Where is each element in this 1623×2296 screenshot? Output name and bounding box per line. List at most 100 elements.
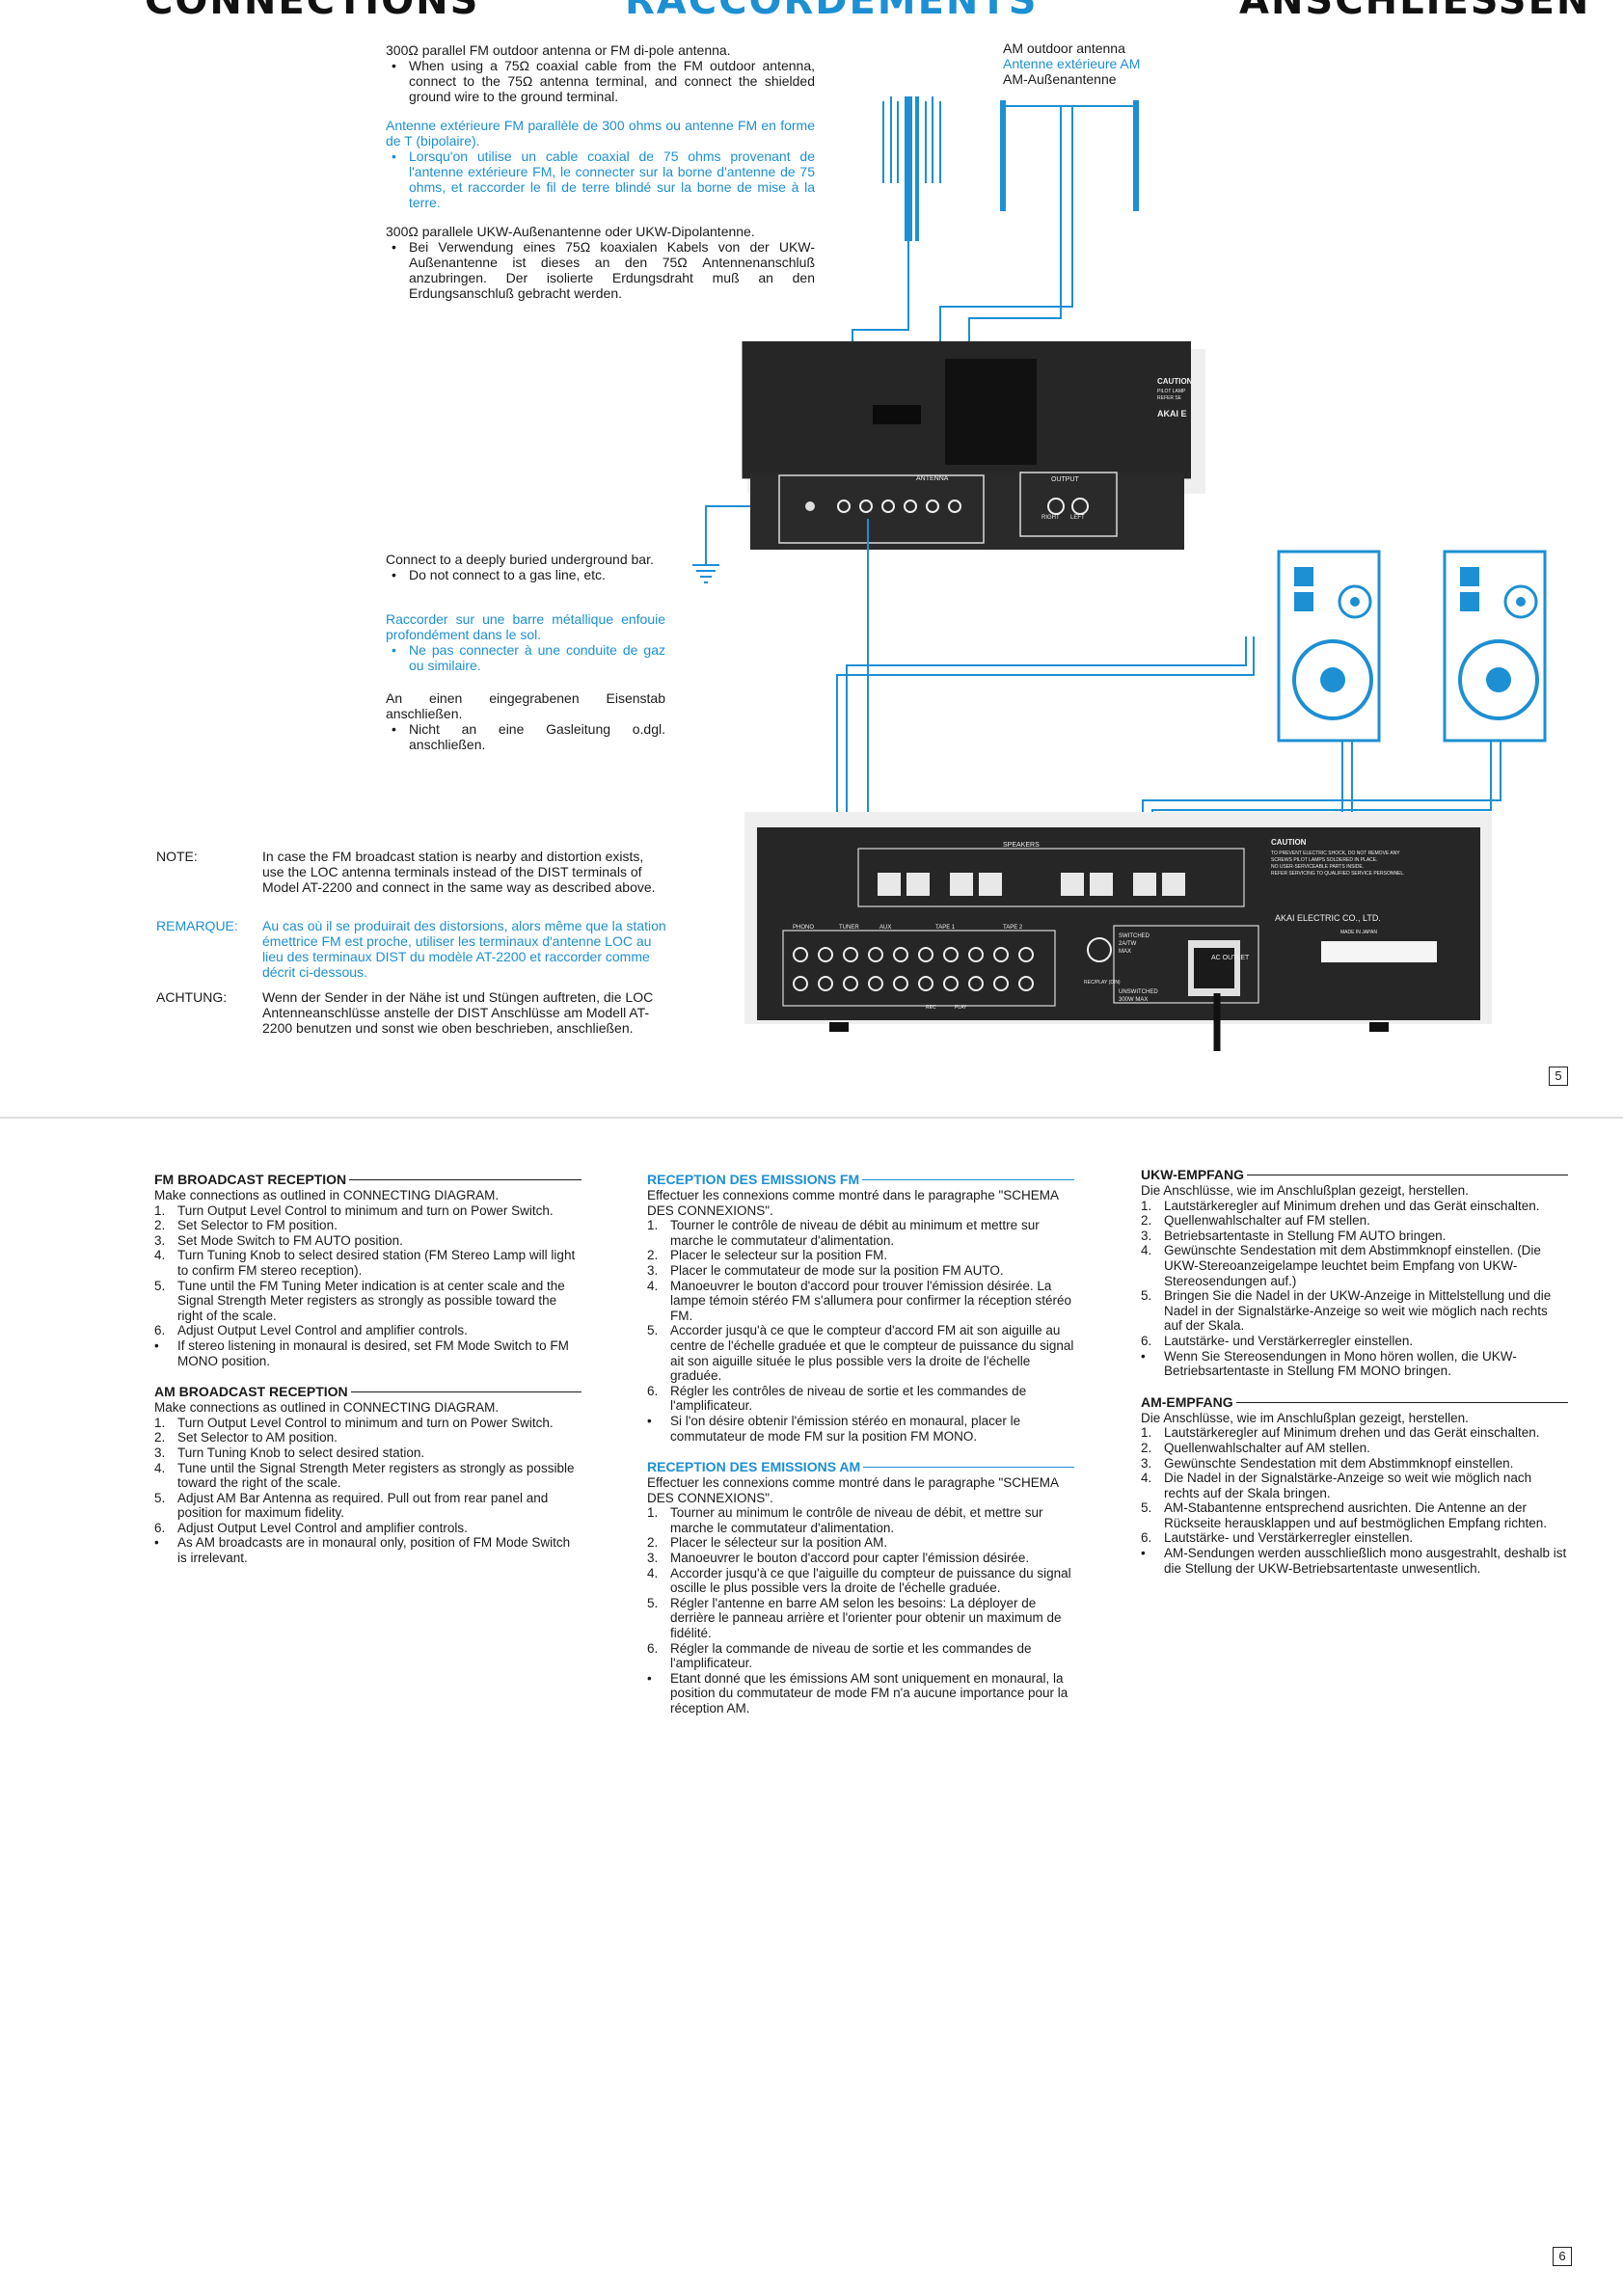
step-number: •: [647, 1413, 652, 1428]
page-number-top: 5: [1549, 1067, 1568, 1086]
step-number: 1.: [154, 1415, 166, 1430]
svg-text:REC: REC: [926, 1005, 936, 1011]
list-item: 2.Set Selector to AM position.: [154, 1430, 582, 1445]
header-german: ANSCHLIESSEN: [1239, 0, 1591, 23]
step-number: 2.: [647, 1535, 659, 1551]
fm-steps-en: 1. Turn Output Level Control to minimum a…: [154, 1203, 582, 1369]
step-text: AM-Sendungen werden ausschließlich mono …: [1164, 1546, 1567, 1576]
step-number: •: [154, 1535, 159, 1551]
step-number: 1.: [154, 1202, 166, 1218]
step-text: Bringen Sie die Nadel in der UKW-Anzeige…: [1164, 1288, 1552, 1334]
svg-text:ANTENNA: ANTENNA: [916, 475, 949, 482]
step-text: Gewünschte Sendestation mit dem Abstimmk…: [1164, 1243, 1541, 1288]
list-item: • Wenn Sie Stereosendungen in Mono hören …: [1141, 1349, 1568, 1379]
note-de: ACHTUNG: Wenn der Sender in der Nähe ist…: [156, 989, 654, 1036]
svg-text:REFER SE: REFER SE: [1157, 395, 1182, 401]
list-item: 2.Placer le selecteur sur la position FM…: [647, 1248, 1074, 1263]
step-text: Régler l'antenne en barre AM selon les b…: [670, 1595, 1062, 1641]
list-item: •If stereo listening in monaural is desi…: [154, 1338, 582, 1368]
am-reception-title-fr: RECEPTION DES EMISSIONS AM: [647, 1459, 1074, 1475]
list-item: 5. AM-Stabantenne entsprechend ausrichten…: [1141, 1500, 1568, 1530]
svg-text:TO PREVENT ELECTRIC SHOCK, DO: TO PREVENT ELECTRIC SHOCK, DO NOT REMOVE…: [1271, 851, 1400, 856]
header-english: CONNECTIONS: [145, 0, 480, 23]
fm-antenna-text-en: 300Ω parallel FM outdoor antenna or FM d…: [386, 42, 815, 104]
step-text: Tune until the FM Tuning Meter indicatio…: [177, 1278, 565, 1323]
step-text: Adjust Output Level Control and amplifie…: [177, 1323, 468, 1338]
step-text: Betriebsartentaste in Stellung FM AUTO b…: [1164, 1228, 1447, 1243]
step-text: Turn Output Level Control to minimum and…: [177, 1415, 554, 1430]
step-text: Tourner au minimum le contrôle de niveau…: [670, 1505, 1043, 1535]
svg-text:PHONO: PHONO: [793, 925, 814, 931]
step-text: Adjust AM Bar Antenna as required. Pull …: [177, 1490, 549, 1521]
list-item: 6.Adjust Output Level Control and amplif…: [154, 1323, 582, 1338]
step-text: Turn Output Level Control to minimum and…: [177, 1202, 554, 1218]
step-number: 6.: [1141, 1530, 1152, 1546]
list-item: 3.Manoeuvrer le bouton d'accord pour cap…: [647, 1551, 1074, 1566]
step-number: 6.: [1141, 1333, 1152, 1348]
speaker-right-icon: [1443, 550, 1547, 743]
step-number: 4.: [154, 1460, 166, 1475]
ground-text-de: An einen eingegrabenen Eisenstab anschli…: [386, 690, 665, 752]
list-item: 6.Régler les contrôles de niveau de sort…: [647, 1384, 1074, 1414]
list-item: • Si l'on désire obtenir l'émission stéré…: [647, 1414, 1074, 1444]
fm-steps-de: 1.Lautstärkeregler auf Minimum drehen un…: [1141, 1199, 1568, 1379]
svg-text:TUNER: TUNER: [839, 925, 859, 931]
am-steps-fr: 1.Tourner au minimum le contrôle de nive…: [647, 1505, 1074, 1715]
step-text: Lautstärkeregler auf Minimum drehen und …: [1164, 1425, 1540, 1441]
french-column: RECEPTION DES EMISSIONS FM Effectuer les…: [647, 1172, 1074, 1715]
list-item: 3.Placer le commutateur de mode sur la p…: [647, 1263, 1074, 1279]
ground-text-fr: Raccorder sur une barre métallique enfou…: [386, 611, 665, 673]
step-number: •: [1141, 1348, 1146, 1364]
step-text: Turn Tuning Knob to select desired stati…: [177, 1445, 425, 1460]
step-number: 5.: [1141, 1288, 1152, 1304]
svg-text:MADE IN JAPAN: MADE IN JAPAN: [1340, 930, 1377, 935]
step-text: Placer le sélecteur sur la position AM.: [670, 1535, 888, 1551]
svg-text:PILOT LAMP: PILOT LAMP: [1157, 389, 1186, 394]
svg-text:LEFT: LEFT: [1070, 515, 1085, 521]
list-item: 6.Adjust Output Level Control and amplif…: [154, 1521, 582, 1536]
list-item: 6.Lautstärke- und Verstärkerregler einst…: [1141, 1334, 1568, 1349]
fm-reception-title-en: FM BROADCAST RECEPTION: [154, 1172, 582, 1188]
step-number: 2.: [1141, 1440, 1152, 1455]
ground-text-en: Connect to a deeply buried underground b…: [386, 552, 665, 582]
fm-reception-title-fr: RECEPTION DES EMISSIONS FM: [647, 1172, 1074, 1188]
step-number: 5.: [647, 1323, 659, 1338]
list-item: 4.Die Nadel in der Signalstärke-Anzeige …: [1141, 1471, 1568, 1500]
list-item: 5.Accorder jusqu'à ce que le compteur d'…: [647, 1323, 1074, 1383]
step-number: 5.: [1141, 1500, 1152, 1516]
list-item: 3.Gewünschte Sendestation mit dem Abstim…: [1141, 1456, 1568, 1472]
list-item: 4.Tune until the Signal Strength Meter r…: [154, 1461, 582, 1491]
german-column: UKW-EMPFANG Die Anschlüsse, wie im Ansch…: [1141, 1167, 1568, 1576]
step-number: 2.: [154, 1430, 166, 1445]
list-item: 1. Lautstärkeregler auf Minimum drehen un…: [1141, 1425, 1568, 1441]
step-number: 5.: [154, 1278, 166, 1293]
list-item: 5. Bringen Sie die Nadel in der UKW-Anzei…: [1141, 1288, 1568, 1334]
am-antenna-label: AM outdoor antenna Antenne extérieure AM…: [1003, 41, 1141, 87]
list-item: 5. Adjust AM Bar Antenna as required. Pul…: [154, 1491, 582, 1521]
step-text: Placer le commutateur de mode sur la pos…: [670, 1262, 1004, 1278]
step-text: Placer le selecteur sur la position FM.: [670, 1248, 888, 1263]
list-item: 6.Régler la commande de niveau de sortie…: [647, 1641, 1074, 1671]
step-number: 3.: [1141, 1455, 1152, 1471]
list-item: 3.Set Mode Switch to FM AUTO position.: [154, 1233, 582, 1249]
svg-text:MAX: MAX: [1119, 949, 1131, 955]
step-text: AM-Stabantenne entsprechend ausrichten. …: [1164, 1500, 1547, 1530]
speaker-left-icon: [1277, 550, 1381, 743]
fm-antenna-text-fr: Antenne extérieure FM parallèle de 300 o…: [386, 118, 815, 210]
list-item: 4.Gewünschte Sendestation mit dem Abstim…: [1141, 1243, 1568, 1288]
svg-text:SCREWS PILOT LAMPS SOLDERED: SCREWS PILOT LAMPS SOLDERED IN PLACE.: [1271, 857, 1378, 863]
svg-text:OUTPUT: OUTPUT: [1051, 476, 1080, 483]
am-antenna-icon: [1000, 100, 1139, 211]
step-number: 6.: [154, 1520, 166, 1535]
step-number: 5.: [647, 1595, 659, 1610]
list-item: 1.Lautstärkeregler auf Minimum drehen un…: [1141, 1199, 1568, 1214]
step-number: 1.: [1141, 1425, 1152, 1441]
step-text: As AM broadcasts are in monaural only, p…: [177, 1535, 571, 1566]
list-item: 5. Tune until the FM Tuning Meter indicat…: [154, 1279, 582, 1324]
step-text: Si l'on désire obtenir l'émission stéréo…: [670, 1413, 1021, 1444]
step-text: Wenn Sie Stereosendungen in Mono hören w…: [1164, 1348, 1517, 1379]
step-text: Quellenwahlschalter auf FM stellen.: [1164, 1213, 1370, 1229]
tuner-rear-panel: ANTENNA OUTPUT RIGHT LEFT CAUTION: PILOT…: [742, 340, 1205, 550]
step-number: 5.: [154, 1490, 166, 1505]
step-text: Régler la commande de niveau de sortie e…: [670, 1640, 1032, 1671]
